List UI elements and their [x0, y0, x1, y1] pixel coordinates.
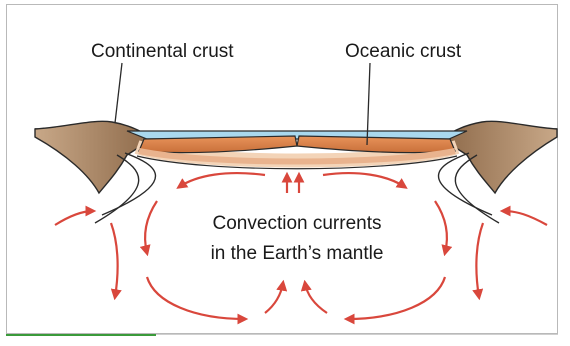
- leader-continental: [115, 63, 122, 123]
- arrow-top-left: [179, 173, 265, 187]
- convection-label-line2: in the Earth’s mantle: [211, 243, 384, 264]
- oceanic-crust-label: Oceanic crust: [345, 41, 462, 62]
- oceanic-plate-left: [139, 136, 297, 153]
- arrow-far-left-down: [111, 223, 118, 297]
- plate-tectonics-diagram: Continental crust Oceanic crust Convecti…: [7, 5, 559, 335]
- arrow-bottom-center-left: [265, 283, 283, 313]
- continental-crust-label: Continental crust: [91, 41, 234, 62]
- arrow-right-down: [435, 201, 447, 253]
- diagram-frame: Continental crust Oceanic crust Convecti…: [6, 4, 558, 334]
- arrow-left-down: [145, 201, 157, 253]
- arrow-bottom-right: [347, 277, 445, 319]
- convection-label-line1: Convection currents: [213, 213, 382, 234]
- oceanic-plate-right: [297, 136, 455, 153]
- arrow-far-right-upper: [503, 211, 547, 225]
- arrow-top-right: [323, 173, 405, 187]
- arrow-far-right-down: [476, 223, 483, 297]
- arrow-far-left-upper: [55, 211, 93, 225]
- accent-divider: [6, 334, 156, 336]
- arrow-bottom-center-right: [305, 283, 327, 313]
- arrow-bottom-left: [147, 277, 245, 319]
